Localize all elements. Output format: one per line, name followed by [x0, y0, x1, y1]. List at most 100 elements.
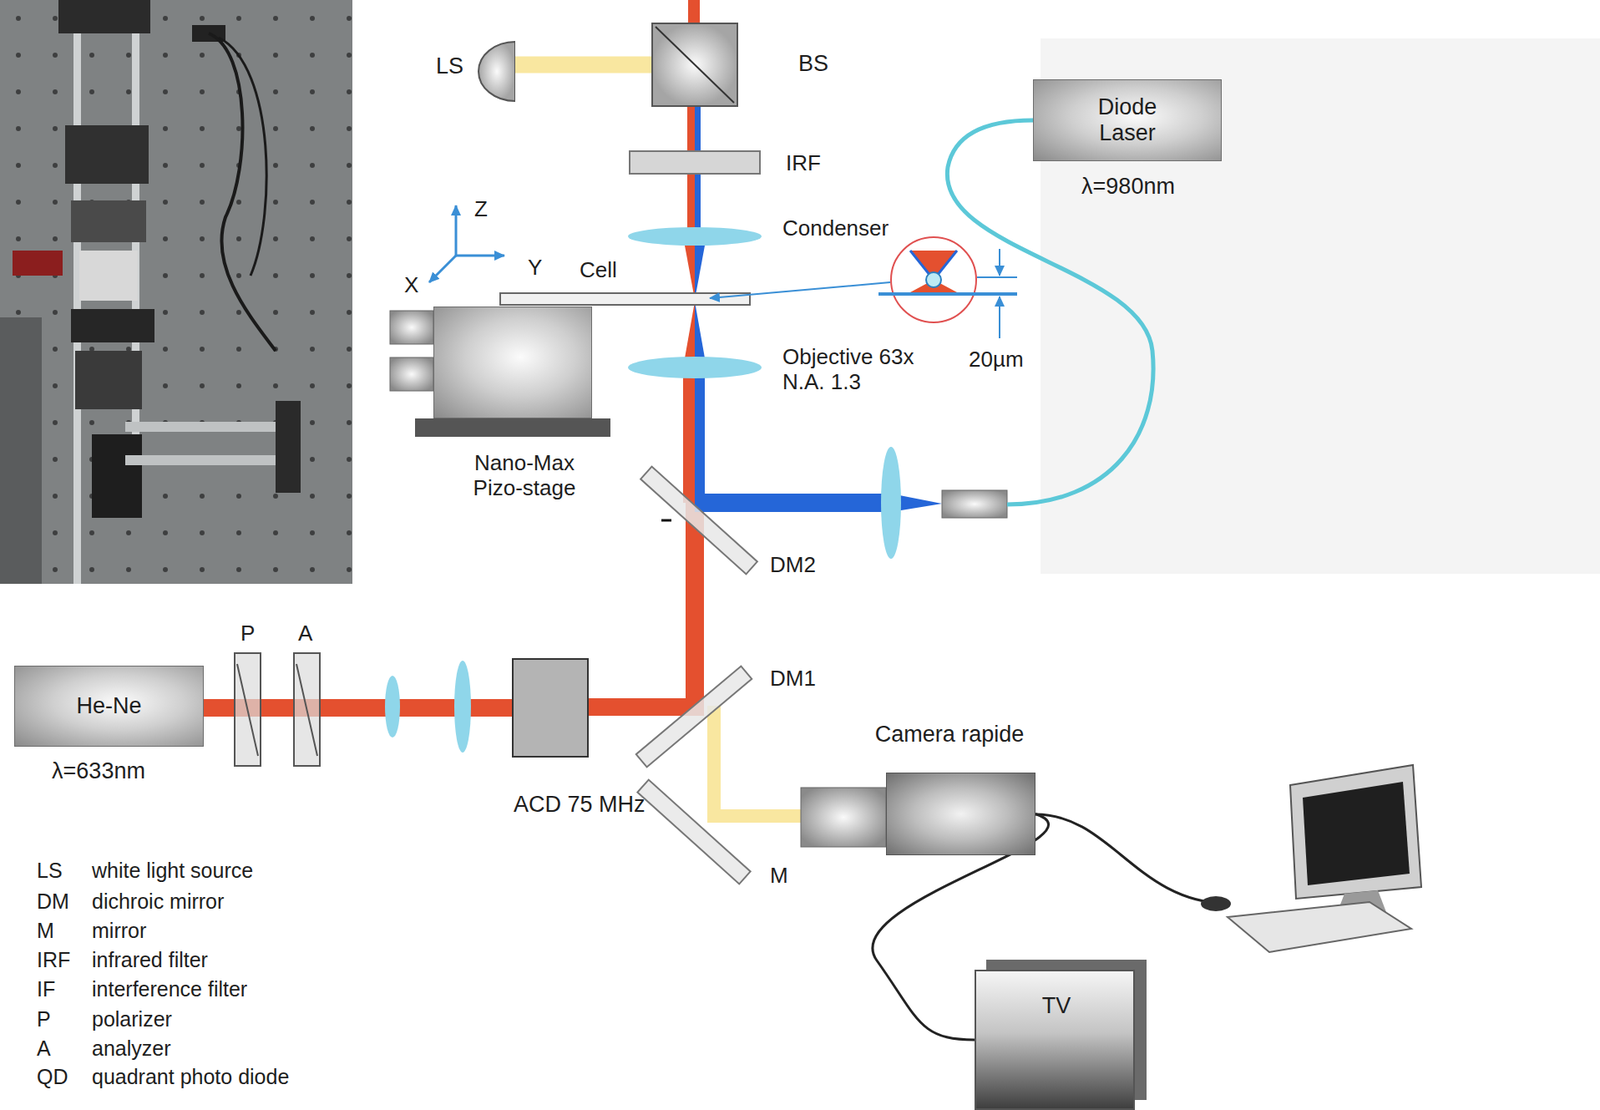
- objective-lens: [627, 356, 762, 379]
- legend-text: polarizer: [91, 1007, 173, 1032]
- legend-text: A: [36, 1036, 51, 1061]
- piezo-stage: Nano-Max Pizo-stage: [433, 306, 593, 419]
- part-label: M: [769, 863, 789, 889]
- rect-part: [389, 310, 434, 345]
- part-label: X: [404, 273, 419, 299]
- node-label: Nano-Max Pizo-stage: [457, 450, 592, 502]
- line-part: [237, 663, 259, 756]
- part-label: Cell: [579, 258, 618, 284]
- part-label: Condenser: [782, 216, 889, 242]
- mirrors: [636, 466, 758, 885]
- computer: [1200, 764, 1422, 952]
- rect-part: [694, 367, 705, 503]
- rect-part: [293, 653, 320, 766]
- circle-part: [891, 237, 977, 323]
- circle-part: [926, 272, 942, 288]
- rect-part: [75, 350, 142, 410]
- legend-text: mirror: [91, 918, 147, 943]
- photo: [0, 0, 353, 584]
- tick: [661, 519, 672, 522]
- part-label: Z: [474, 197, 488, 223]
- laser-beams: [588, 0, 942, 816]
- cube-outline: [651, 22, 739, 107]
- rect-part: [688, 0, 700, 23]
- node-label: Diode Laser: [1073, 94, 1182, 147]
- line-part: [998, 296, 1001, 339]
- rect-part: [0, 317, 42, 584]
- polygon-part: [694, 236, 707, 300]
- node-label: ACD 75 MHz: [513, 791, 646, 818]
- part-label: IRF: [785, 151, 821, 177]
- rect-part: [70, 308, 155, 343]
- rect-part: [685, 502, 704, 716]
- rect-part: [58, 0, 151, 34]
- rect-part: [0, 0, 353, 584]
- laser-box: He-Neλ=633nm: [14, 665, 204, 747]
- rect-part: [70, 200, 147, 243]
- rect-part: [683, 367, 695, 503]
- infrared-filter: [629, 151, 760, 174]
- cell-slide: [500, 293, 750, 305]
- ellipse-part: [1200, 896, 1231, 912]
- tv-box: TV: [974, 969, 1135, 1110]
- half-outline: [477, 40, 516, 102]
- legend-text: LS: [36, 858, 63, 883]
- path-part: [218, 37, 267, 276]
- part-label: P: [240, 621, 255, 647]
- rect-part: [0, 0, 353, 584]
- lens: [384, 675, 400, 738]
- rect-part: [79, 250, 138, 301]
- rect-part: [637, 779, 750, 885]
- rect-part: [415, 418, 611, 437]
- legend-text: white light source: [91, 858, 254, 883]
- split-line: [655, 26, 735, 103]
- rect-part: [65, 125, 149, 184]
- fiber-collimator: [941, 490, 1008, 518]
- half-disc: [478, 41, 516, 102]
- part-label: Objective 63x N.A. 1.3: [782, 344, 950, 395]
- beam-splitter: BS: [651, 22, 739, 107]
- node-label: TV: [976, 992, 1137, 1019]
- rect-part: [389, 357, 434, 391]
- line-part: [296, 663, 318, 756]
- legend-text: IF: [36, 977, 56, 1002]
- legend-text: QD: [36, 1064, 69, 1089]
- rect-part: [91, 434, 142, 518]
- line-part: [878, 292, 1018, 296]
- legend-text: infrared filter: [91, 947, 208, 973]
- axes: [429, 205, 505, 283]
- node-label: He-Ne: [75, 693, 142, 719]
- camera-lens: [800, 787, 887, 847]
- trap-inset: [709, 237, 1018, 339]
- rect-part: [125, 421, 293, 432]
- line-part: [455, 254, 505, 258]
- legend-text: analyzer: [91, 1036, 172, 1061]
- line-part: [429, 255, 456, 283]
- camera-box: Camera rapide: [886, 772, 1036, 856]
- fiber-lens: [881, 446, 902, 559]
- light-source: LS: [477, 40, 516, 102]
- part-label: DM1: [769, 666, 816, 692]
- part-label: 20µm: [968, 347, 1024, 373]
- legend-text: quadrant photo diode: [91, 1064, 289, 1089]
- cube-face: [652, 23, 738, 107]
- rect-part: [640, 466, 758, 575]
- legend-text: DM: [36, 889, 70, 914]
- part-label: Y: [527, 255, 542, 281]
- laser-box: Diode Laserλ=980nm: [1032, 79, 1222, 162]
- node-label: LS: [435, 53, 464, 80]
- path-part: [713, 705, 801, 816]
- line-part: [977, 276, 1018, 279]
- rect-part: [234, 653, 261, 766]
- line-part: [455, 205, 458, 256]
- path-part: [208, 33, 276, 351]
- legend-text: P: [36, 1007, 51, 1032]
- rect-part: [12, 250, 63, 276]
- light-beam: [515, 56, 652, 74]
- line-part: [998, 248, 1001, 276]
- rect-part: [636, 666, 752, 768]
- rect-part: [694, 493, 892, 512]
- polarizers: [234, 653, 320, 766]
- rect-part: [125, 455, 293, 466]
